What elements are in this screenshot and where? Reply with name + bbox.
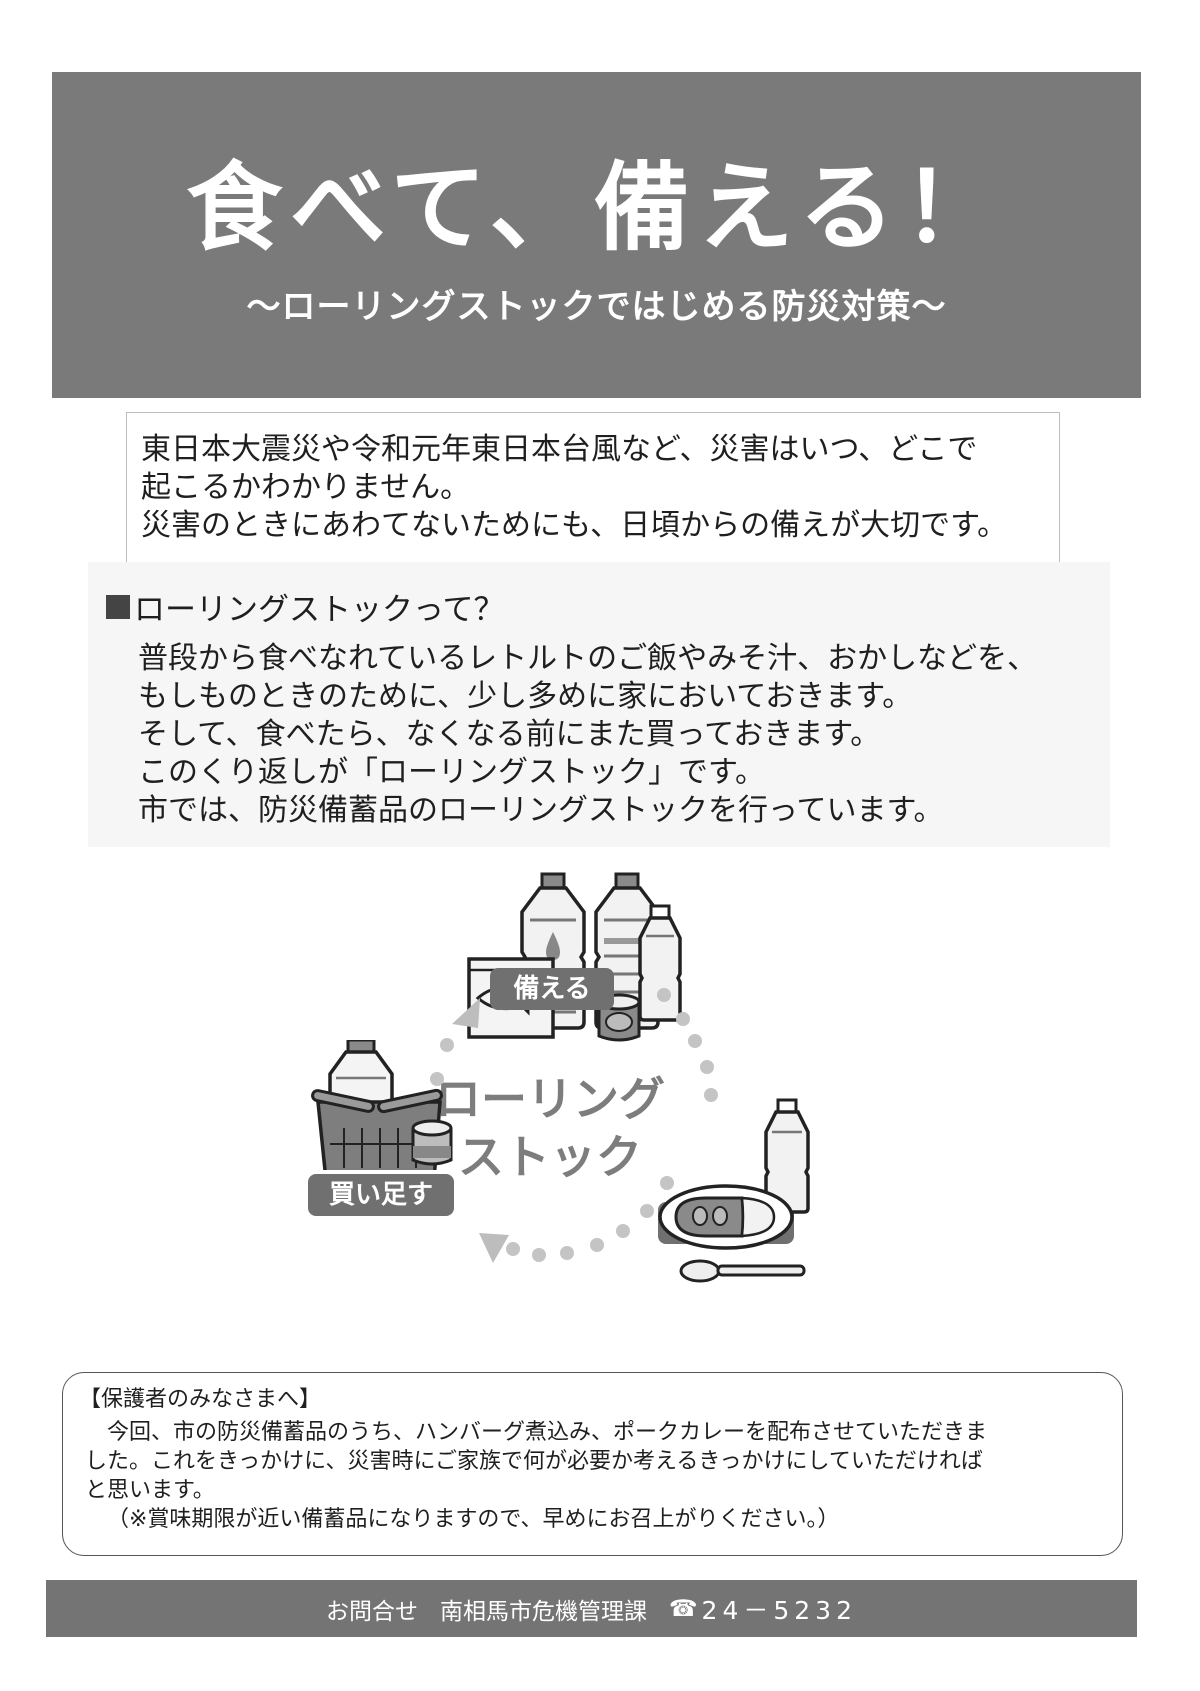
cycle-dot bbox=[657, 988, 671, 1002]
body-line: もしものときのために、少し多めに家においておきます。 bbox=[138, 679, 913, 714]
cycle-dot bbox=[704, 1088, 718, 1102]
cycle-arrow-up-icon bbox=[452, 998, 480, 1028]
notice-heading: 【保護者のみなさまへ】 bbox=[79, 1387, 322, 1412]
canned-food-icon bbox=[411, 1119, 453, 1166]
cycle-dot bbox=[616, 1224, 630, 1238]
center-text-line-2: ストック bbox=[458, 1130, 642, 1184]
cycle-dot bbox=[688, 1034, 702, 1048]
section-heading-text: ローリングストックって？ bbox=[134, 592, 505, 628]
rolling-stock-cycle-illustration: 備える 買い足す 消費する ローリング ストック bbox=[300, 862, 860, 1342]
intro-box: 東日本大震災や令和元年東日本台風など、災害はいつ、どこで 起こるかわかりません。… bbox=[126, 412, 1060, 562]
contact-footer: お問合せ 南相馬市危機管理課 ☎ 24－5232 bbox=[46, 1580, 1137, 1637]
intro-line: 東日本大震災や令和元年東日本台風など、災害はいつ、どこで bbox=[141, 432, 978, 467]
spoon-icon bbox=[679, 1259, 806, 1283]
notice-line: 今回、市の防災備蓄品のうち、ハンバーグ煮込み、ポークカレーを配布させていただきま bbox=[107, 1420, 988, 1445]
body-line: そして、食べたら、なくなる前にまた買っておきます。 bbox=[138, 717, 881, 752]
contact-label: お問合せ bbox=[326, 1598, 419, 1625]
body-line: 普段から食べなれているレトルトのご飯やみそ汁、おかしなどを、 bbox=[138, 641, 1038, 676]
square-bullet-icon bbox=[106, 594, 130, 619]
page-title: 食べて、備える！ bbox=[186, 152, 1007, 264]
small-bottle-icon bbox=[638, 904, 682, 1022]
notice-line: と思います。 bbox=[85, 1478, 215, 1503]
body-line: 市では、防災備蓄品のローリングストックを行っています。 bbox=[138, 793, 944, 828]
notice-line: した。これをきっかけに、災害時にご家族で何が必要か考えるきっかけにしていただけれ… bbox=[85, 1449, 983, 1474]
phone-icon: ☎ bbox=[668, 1595, 698, 1622]
cycle-dot bbox=[560, 1246, 574, 1260]
curry-plate-icon bbox=[658, 1184, 794, 1250]
section-heading: ローリングストックって？ bbox=[106, 584, 504, 629]
parents-notice-box: 【保護者のみなさまへ】 今回、市の防災備蓄品のうち、ハンバーグ煮込み、ポークカレ… bbox=[62, 1372, 1123, 1556]
cycle-dot bbox=[506, 1242, 520, 1256]
notice-line: （※賞味期限が近い備蓄品になりますので、早めにお召上がりください。） bbox=[107, 1507, 840, 1532]
rolling-stock-section: ローリングストックって？ 普段から食べなれているレトルトのご飯やみそ汁、おかしな… bbox=[88, 562, 1110, 847]
rolling-stock-center-text: ローリング ストック bbox=[430, 1070, 670, 1186]
cycle-dot bbox=[676, 1012, 690, 1026]
cycle-dot bbox=[660, 1176, 674, 1190]
cycle-dot bbox=[532, 1248, 546, 1262]
header-banner: 食べて、備える！ ～ローリングストックではじめる防災対策～ bbox=[52, 72, 1141, 398]
page-subtitle: ～ローリングストックではじめる防災対策～ bbox=[246, 287, 947, 327]
intro-line: 災害のときにあわてないためにも、日頃からの備えが大切です。 bbox=[141, 508, 1008, 543]
cycle-arrow-down-icon bbox=[479, 1233, 509, 1263]
section-body: 普段から食べなれているレトルトのご飯やみそ汁、おかしなどを、 もしものときのため… bbox=[138, 640, 1037, 830]
department-name: 南相馬市危機管理課 bbox=[439, 1598, 647, 1625]
prepare-label: 備える bbox=[490, 968, 614, 1010]
cycle-dot bbox=[440, 1038, 454, 1052]
shopping-basket-icon bbox=[311, 1040, 443, 1170]
cycle-dot bbox=[590, 1238, 604, 1252]
cycle-dot bbox=[700, 1060, 714, 1074]
phone-number: 24－5232 bbox=[701, 1595, 857, 1625]
canned-food-icon bbox=[597, 993, 641, 1042]
intro-line: 起こるかわかりません。 bbox=[141, 470, 471, 505]
body-line: このくり返しが「ローリングストック」です。 bbox=[138, 755, 765, 790]
restock-label: 買い足す bbox=[308, 1174, 454, 1216]
cycle-dot bbox=[430, 1072, 444, 1086]
center-text-line-1: ローリング bbox=[435, 1072, 665, 1126]
cycle-dot bbox=[640, 1204, 654, 1218]
